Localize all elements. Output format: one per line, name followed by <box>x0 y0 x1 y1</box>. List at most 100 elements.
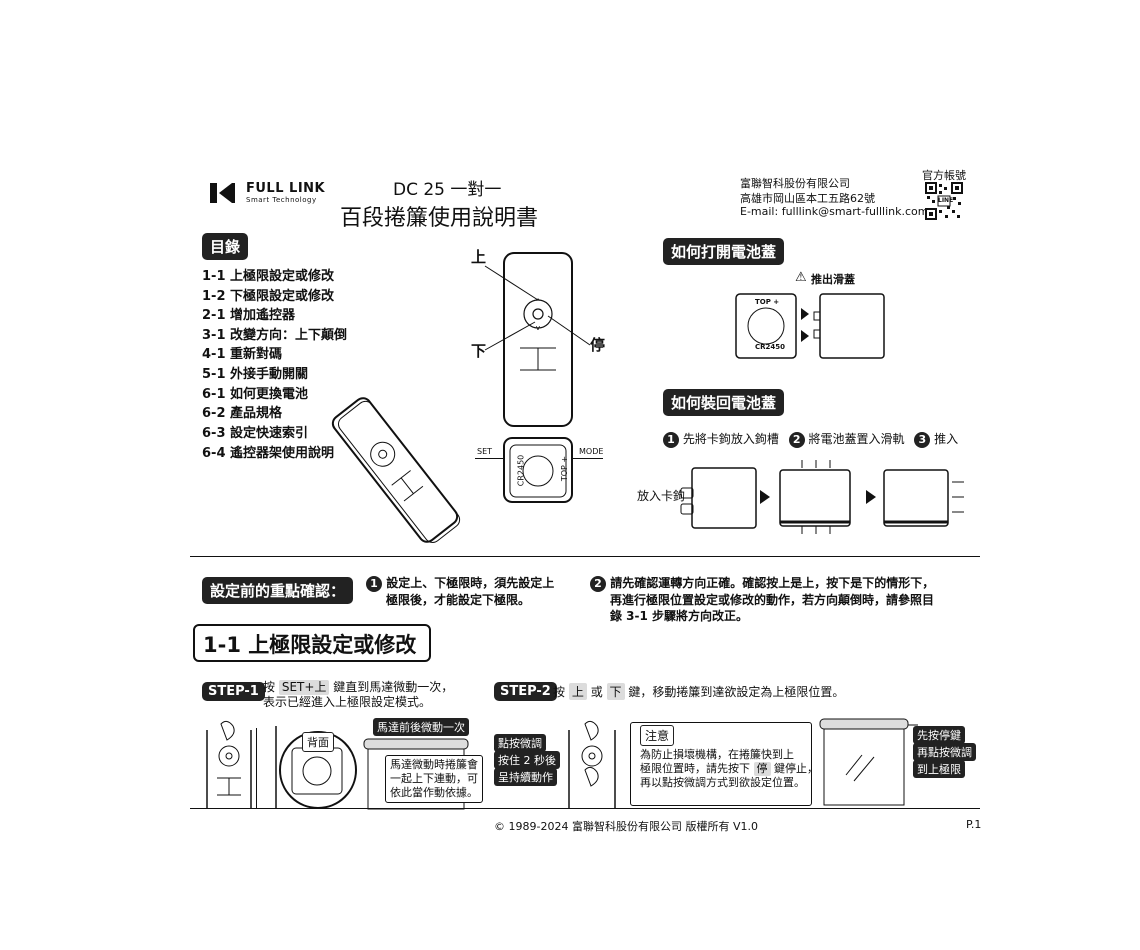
step2-blind-illustration <box>819 718 918 806</box>
step2-label: STEP-2 <box>494 682 557 701</box>
toc-item-2-1[interactable]: 2-1 增加遙控器 <box>202 308 296 323</box>
toc-item-6-2[interactable]: 6-2 產品規格 <box>202 406 283 421</box>
step1-line2: 表示已經進入上極限設定模式。 <box>263 695 432 709</box>
step1-label: STEP-1 <box>202 682 265 701</box>
caution-line1: 為防止損壞機構，在捲簾快到上 <box>640 748 794 761</box>
page-title-model: DC 25 一對一 <box>393 180 502 200</box>
caution-line3: 再以點按微調方式到欲設定位置。 <box>640 776 805 789</box>
confirm-point-2-line3: 錄 3-1 步驟將方向改正。 <box>610 608 749 623</box>
step1-pre: 按 <box>263 680 276 694</box>
remote-perspective-illustration <box>331 397 461 543</box>
step2-remote-illustration <box>568 720 616 808</box>
mode-label: MODE <box>579 447 604 456</box>
remote-battery-label: CR2450 <box>516 454 526 487</box>
continuous-chip: 呈持續動作 <box>494 768 557 786</box>
push-cover-label: 推出滑蓋 <box>811 273 855 286</box>
qr-code-icon[interactable] <box>925 182 963 220</box>
step2-post: 鍵，移動捲簾到達欲設定為上極限位置。 <box>628 685 845 699</box>
caution-box <box>630 722 812 806</box>
confirm-point-1-line2: 極限後，才能設定下極限。 <box>386 592 531 607</box>
toc-item-6-1[interactable]: 6-1 如何更換電池 <box>202 387 309 402</box>
page-number: P.1 <box>966 818 982 831</box>
side-chip-tap: 再點按微調 <box>913 743 976 761</box>
confirm-point-2: 2 請先確認運轉方向正確。確認按上是上，按下是下的情形下， 再進行極限位置設定或… <box>590 575 934 624</box>
confirm-label: 設定前的重點確認： <box>202 577 354 604</box>
brand-tagline: Smart Technology <box>246 196 317 204</box>
remote-back-illustration <box>503 437 573 503</box>
toc-item-1-2[interactable]: 1-2 下極限設定或修改 <box>202 289 335 304</box>
toc-item-6-3[interactable]: 6-3 設定快速索引 <box>202 426 309 441</box>
section-title-box <box>193 624 431 662</box>
confirm-number-2: 2 <box>590 575 606 592</box>
remote-down-label: 下 <box>471 342 487 360</box>
official-account-label: 官方帳號 <box>922 169 966 182</box>
tap-adjust-chip: 點按微調 <box>494 734 546 752</box>
toc-item-5-1[interactable]: 5-1 外接手動開關 <box>202 367 309 382</box>
toc-title: 目錄 <box>202 233 249 260</box>
company-email: E-mail: fulllink@smart-fulllink.com <box>740 205 929 218</box>
caution-title: 注意 <box>640 725 675 746</box>
step-number-3: 3 <box>914 431 931 448</box>
confirm-number-1: 1 <box>366 575 382 592</box>
step-number-1: 1 <box>663 431 679 448</box>
step1-text: 按 SET+上 鍵直到馬達微動一次， 表示已經進入上極限設定模式。 <box>263 680 453 710</box>
footer-divider <box>190 808 980 809</box>
battery-close-steps: 1 先將卡鉤放入鉤槽 2 將電池蓋置入滑軌 3 推入 <box>663 430 958 448</box>
remote-stop-label: 停 <box>590 336 606 354</box>
step1-separator-1 <box>256 728 257 808</box>
set-callout-line <box>475 458 505 459</box>
battery-close-step1: 先將卡鉤放入鉤槽 <box>682 432 779 446</box>
toc-item-3-1[interactable]: 3-1 改變方向：上下顛倒 <box>202 328 348 343</box>
back-label: 背面 <box>302 732 334 752</box>
brand-name: FULL LINK <box>246 181 326 196</box>
remote-up-label: 上 <box>471 248 487 266</box>
section-divider <box>190 556 980 557</box>
step1-post: 鍵直到馬達微動一次， <box>333 680 454 694</box>
stop-key: 停 <box>753 762 771 776</box>
qr-line-label: LINE <box>938 197 954 204</box>
battery-compartment-open-illustration <box>735 293 885 359</box>
step1-remote-illustration <box>206 720 252 808</box>
battery-close-step3: 推入 <box>934 432 959 446</box>
step1-note-line3: 依此當作動依據。 <box>390 786 478 799</box>
battery-open-top-label: TOP + <box>755 298 780 306</box>
step2-mid: 或 <box>590 685 603 699</box>
battery-close-sequence-illustration <box>680 460 964 534</box>
caution-text: 為防止損壞機構，在捲簾快到上 極限位置時，請先按下 停 鍵停止， 再以點按微調方… <box>640 748 818 790</box>
hold-2s-chip: 按住 2 秒後 <box>494 751 560 769</box>
page-title: 百段捲簾使用說明書 <box>340 206 539 231</box>
warning-icon: ⚠ <box>795 270 807 285</box>
step-number-2: 2 <box>788 431 805 448</box>
confirm-point-1: 1 設定上、下極限時，須先設定上 極限後，才能設定下極限。 <box>366 575 554 608</box>
battery-open-title: 如何打開電池蓋 <box>663 238 785 265</box>
hook-label: 放入卡鉤 <box>637 489 686 503</box>
svg-text:^: ^ <box>535 298 541 306</box>
side-chip-stop: 先按停鍵 <box>913 726 965 744</box>
company-address: 高雄市岡山區本工五路62號 <box>740 192 875 205</box>
caution-line2: 極限位置時，請先按下 <box>640 762 750 775</box>
side-chip-upper-limit: 到上極限 <box>913 760 965 778</box>
motor-jog-label: 馬達前後微動一次 <box>373 718 469 736</box>
section-title: 1-1 上極限設定或修改 <box>203 633 417 657</box>
confirm-point-2-line1: 請先確認運轉方向正確。確認按上是上，按下是下的情形下， <box>610 576 935 590</box>
step1-note-line2: 一起上下連動，可 <box>390 772 478 785</box>
step1-note-line1: 馬達微動時捲簾會 <box>390 758 478 771</box>
toc-item-4-1[interactable]: 4-1 重新對碼 <box>202 347 283 362</box>
copyright: © 1989-2024 富聯智科股份有限公司 版權所有 V1.0 <box>494 820 758 833</box>
set-label: SET <box>477 447 493 456</box>
step1-note: 馬達微動時捲簾會 一起上下連動，可 依此當作動依據。 <box>385 755 483 803</box>
toc-item-1-1[interactable]: 1-1 上極限設定或修改 <box>202 269 335 284</box>
battery-close-title: 如何裝回電池蓋 <box>663 389 785 416</box>
logo-mark-icon <box>210 183 235 203</box>
caution-line2b: 鍵停止， <box>774 762 818 775</box>
confirm-point-2-line2: 再進行極限位置設定或修改的動作，若方向顛倒時，請參照目 <box>610 592 935 607</box>
up-key: 上 <box>568 683 587 700</box>
toc-item-6-4[interactable]: 6-4 遙控器架使用說明 <box>202 446 335 461</box>
company-name: 富聯智科股份有限公司 <box>740 177 850 190</box>
svg-text:v: v <box>536 324 540 332</box>
step2-text: 按 上 或 下 鍵，移動捲簾到達欲設定為上極限位置。 <box>553 683 844 700</box>
confirm-point-1-line1: 設定上、下極限時，須先設定上 <box>386 576 555 590</box>
remote-top-label: TOP + <box>560 455 570 482</box>
mode-callout-line <box>573 458 603 459</box>
